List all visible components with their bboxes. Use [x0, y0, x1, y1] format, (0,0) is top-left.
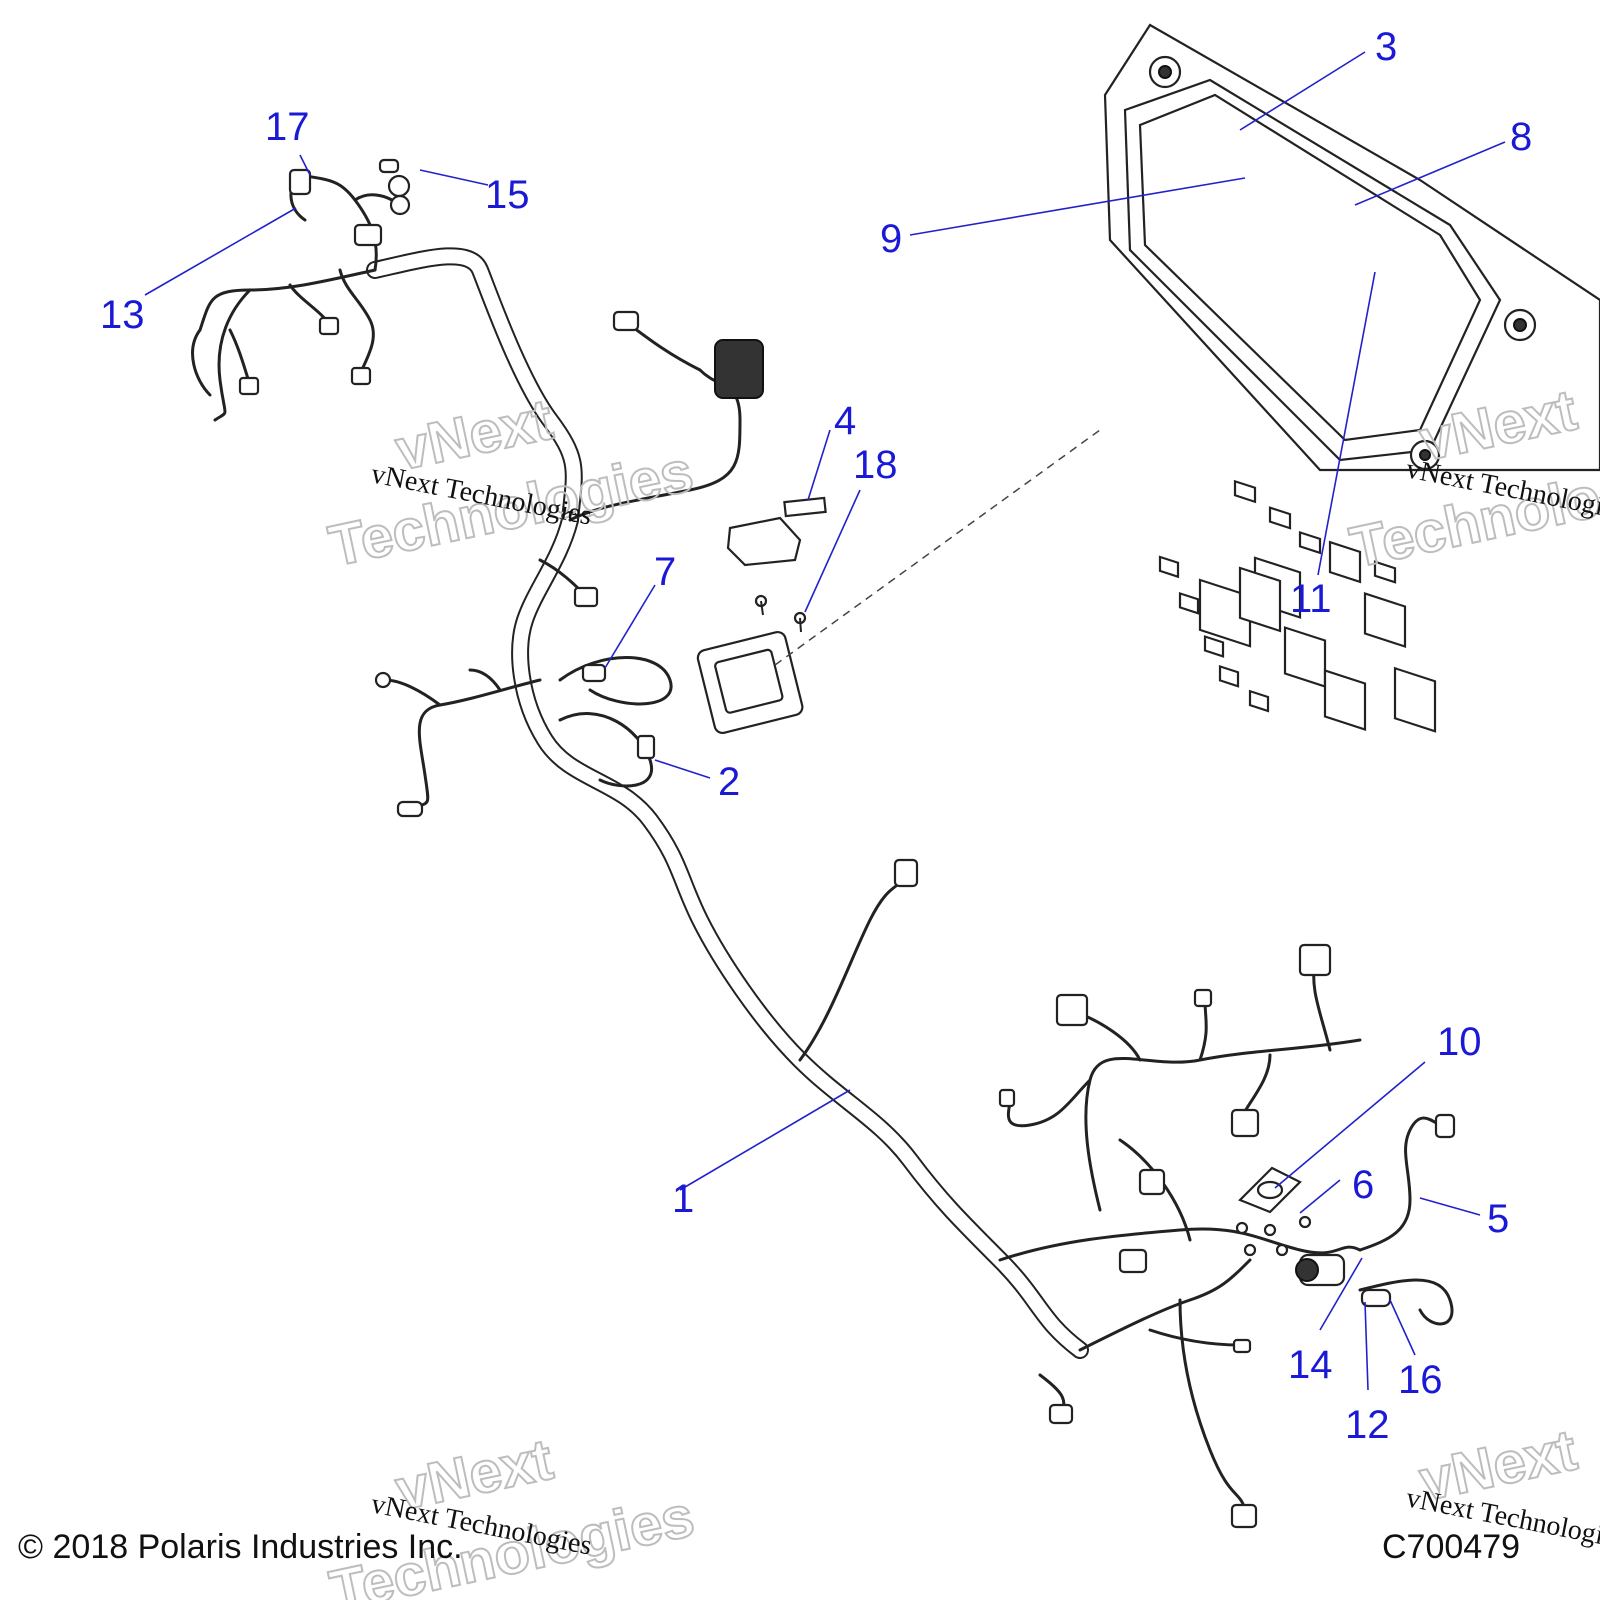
callout-7: 7	[654, 550, 676, 594]
callout-2: 2	[718, 760, 740, 804]
callout-15: 15	[485, 173, 530, 217]
callout-18: 18	[853, 443, 898, 487]
callout-16: 16	[1398, 1358, 1443, 1402]
callout-3: 3	[1375, 25, 1397, 69]
diagram-code: C700479	[1382, 1528, 1521, 1566]
callout-5: 5	[1487, 1197, 1509, 1241]
watermarks: vNext Technologies vNext Technologies vN…	[323, 376, 1600, 1600]
callout-12: 12	[1345, 1403, 1390, 1447]
copyright-text: © 2018 Polaris Industries Inc.	[18, 1528, 463, 1566]
callout-10: 10	[1437, 1020, 1482, 1064]
callout-9: 9	[880, 217, 902, 261]
callout-14: 14	[1288, 1343, 1333, 1387]
main-harness-trunk	[374, 310, 1089, 1359]
callout-13: 13	[100, 293, 145, 337]
fuse-box-parts	[696, 429, 1101, 735]
callouts: 1 2 3 4 5 6 7 8 9 10 11 12 13 14 15 16 1…	[100, 25, 1532, 1447]
callout-17: 17	[265, 105, 310, 149]
lower-right-harness	[998, 943, 1456, 1529]
callout-4: 4	[834, 399, 856, 443]
callout-6: 6	[1352, 1163, 1374, 1207]
upper-left-harness	[191, 158, 583, 529]
leader-lines	[144, 51, 1506, 1391]
callout-1: 1	[672, 1177, 694, 1221]
callout-8: 8	[1510, 115, 1532, 159]
callout-11: 11	[1290, 577, 1332, 621]
